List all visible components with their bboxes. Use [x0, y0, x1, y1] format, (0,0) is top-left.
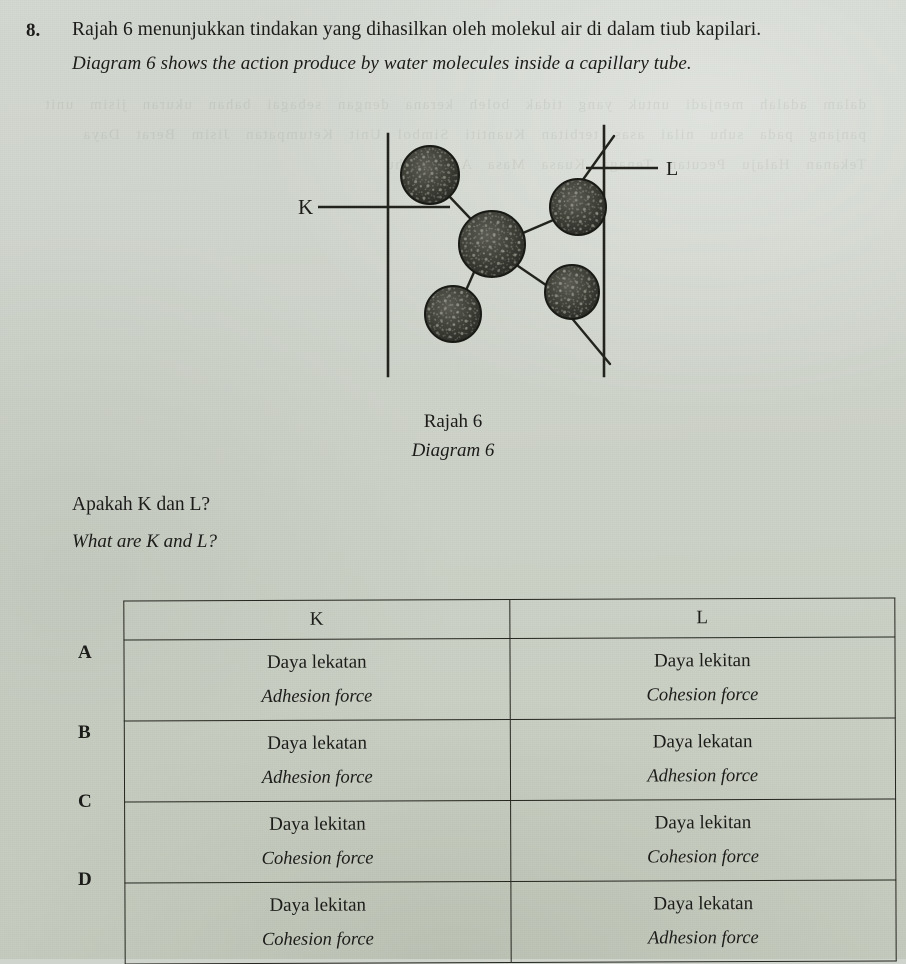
option-c-l-cell[interactable]: Daya lekitan Cohesion force: [510, 799, 896, 882]
column-header-l: L: [509, 598, 895, 639]
option-a-k-english: Adhesion force: [261, 686, 373, 707]
option-a-k-cell[interactable]: Daya lekatan Adhesion force: [123, 638, 510, 721]
molecule-right-lower: [544, 264, 600, 320]
figure-caption-english: Diagram 6: [411, 440, 495, 461]
option-letter-c[interactable]: C: [78, 791, 92, 812]
option-d-l-cell[interactable]: Daya lekatan Adhesion force: [510, 880, 897, 963]
option-c-l-english: Cohesion force: [647, 846, 760, 868]
option-letter-a[interactable]: A: [78, 642, 92, 663]
capillary-tube-diagram: K L: [270, 118, 690, 388]
option-a-l-cell[interactable]: Daya lekitan Cohesion force: [509, 637, 896, 720]
diagram-svg: K L: [298, 124, 678, 378]
molecule-top-left: [400, 145, 460, 205]
option-a-l-malay: Daya lekitan: [653, 649, 751, 672]
ask-text-english: What are K and L?: [72, 531, 217, 552]
option-b-l-malay: Daya lekatan: [652, 730, 753, 753]
question-text-malay: Rajah 6 menunjukkan tindakan yang dihasi…: [72, 19, 762, 40]
option-c-k-cell[interactable]: Daya lekitan Cohesion force: [124, 800, 511, 883]
diagram-label-k: K: [298, 195, 313, 219]
ask-text-malay: Apakah K dan L?: [72, 494, 211, 515]
option-b-k-cell[interactable]: Daya lekatan Adhesion force: [124, 719, 511, 802]
option-letter-b[interactable]: B: [78, 722, 91, 743]
molecule-right-upper: [549, 178, 607, 236]
table-row[interactable]: Daya lekitan Cohesion force Daya lekatan…: [124, 880, 897, 964]
question-text-english: Diagram 6 shows the action produce by wa…: [72, 53, 692, 74]
molecule-bottom-left: [424, 285, 482, 343]
answer-options-table: K L Daya lekatan Adhesion force Daya lek…: [123, 598, 897, 964]
option-d-k-malay: Daya lekitan: [269, 894, 367, 916]
water-molecules: [400, 145, 607, 343]
answer-options-table-wrap: K L Daya lekatan Adhesion force Daya lek…: [123, 598, 897, 964]
option-c-k-malay: Daya lekitan: [269, 813, 366, 835]
molecule-center: [458, 210, 526, 278]
table-row[interactable]: Daya lekatan Adhesion force Daya lekatan…: [124, 718, 896, 802]
column-header-k: K: [123, 599, 510, 640]
option-letter-d[interactable]: D: [78, 869, 92, 890]
table-header-row: K L: [123, 598, 895, 640]
option-d-k-cell[interactable]: Daya lekitan Cohesion force: [124, 881, 511, 964]
option-a-l-english: Cohesion force: [646, 684, 759, 706]
option-b-k-english: Adhesion force: [261, 767, 373, 788]
table-row[interactable]: Daya lekatan Adhesion force Daya lekitan…: [123, 637, 896, 721]
option-b-l-english: Adhesion force: [647, 765, 759, 787]
option-d-l-malay: Daya lekatan: [653, 892, 754, 915]
option-c-k-english: Cohesion force: [261, 848, 374, 869]
option-d-k-english: Cohesion force: [261, 929, 374, 950]
option-a-k-malay: Daya lekatan: [266, 651, 367, 673]
option-b-l-cell[interactable]: Daya lekatan Adhesion force: [509, 718, 896, 801]
option-c-l-malay: Daya lekitan: [654, 811, 752, 834]
bond-rightlower-through-wall: [568, 314, 612, 366]
option-b-k-malay: Daya lekatan: [267, 732, 367, 754]
diagram-label-l: L: [666, 158, 678, 180]
table-row[interactable]: Daya lekitan Cohesion force Daya lekitan…: [124, 799, 896, 883]
question-number: 8.: [26, 20, 41, 41]
figure-caption-malay: Rajah 6: [423, 411, 483, 432]
option-d-l-english: Adhesion force: [647, 927, 759, 949]
